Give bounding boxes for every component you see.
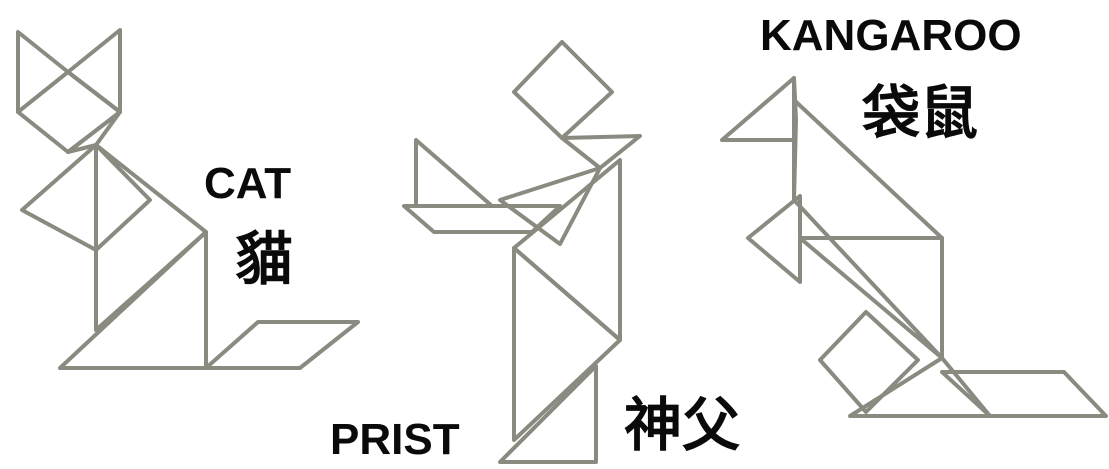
cat-seat-large-triangle	[58, 230, 208, 370]
priest-robe-large-triangle	[512, 158, 622, 342]
kangaroo-belly-triangle	[798, 236, 944, 360]
cat-english-label: CAT	[204, 159, 292, 208]
kangaroo-tail-parallelogram	[940, 370, 1108, 418]
kangaroo-arm-triangle	[746, 194, 802, 284]
priest-english-label: PRIST	[330, 415, 460, 464]
kangaroo-leg-square	[818, 310, 920, 414]
cat-tangram	[16, 28, 360, 370]
priest-hat-triangle	[560, 134, 642, 170]
cat-body-large-triangle	[94, 143, 208, 332]
priest-chinese-label: 神父	[624, 391, 741, 459]
cat-neck-triangle	[66, 110, 122, 154]
priest-arm-triangle	[414, 138, 494, 208]
cat-chinese-label: 貓	[235, 225, 294, 293]
cat-head-square	[16, 70, 122, 154]
priest-tangram	[402, 40, 642, 464]
cat-left-ear	[16, 30, 70, 114]
cat-tail-parallelogram	[204, 320, 360, 370]
kangaroo-tangram	[720, 76, 1108, 418]
cat-chest-square	[20, 143, 152, 252]
priest-foot-triangle	[498, 364, 598, 464]
kangaroo-chinese-label: 袋鼠	[862, 79, 979, 147]
kangaroo-tail-triangle	[848, 356, 992, 418]
cat-right-ear	[66, 28, 122, 114]
priest-head-square	[512, 40, 614, 140]
kangaroo-ear-triangle	[720, 76, 796, 142]
kangaroo-english-label: KANGAROO	[760, 11, 1022, 60]
priest-body-large-triangle	[512, 246, 622, 442]
priest-shoulder-triangle	[498, 166, 602, 246]
